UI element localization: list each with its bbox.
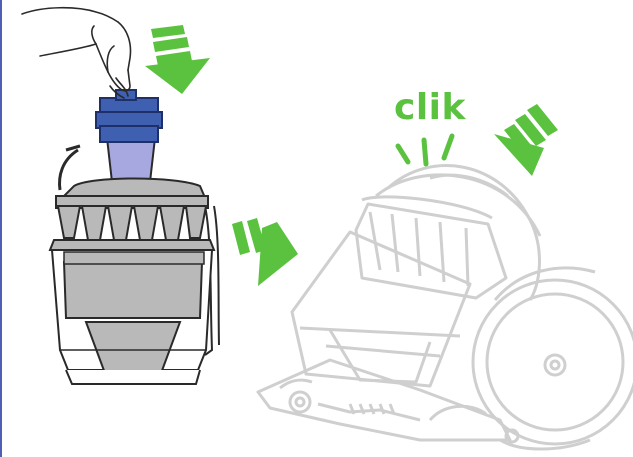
down-arrow-icon <box>145 25 210 94</box>
page-edge-rule <box>0 0 2 457</box>
bin-release-cap <box>95 89 163 143</box>
click-sound-label: clik <box>394 87 467 128</box>
cyclone-bin-detached <box>48 89 220 385</box>
diagonal-arrow-icon <box>494 104 558 176</box>
click-lines-icon <box>395 133 455 167</box>
hand-icon <box>21 6 132 99</box>
right-arrow-icon <box>232 218 298 286</box>
vacuum-body <box>256 164 633 451</box>
